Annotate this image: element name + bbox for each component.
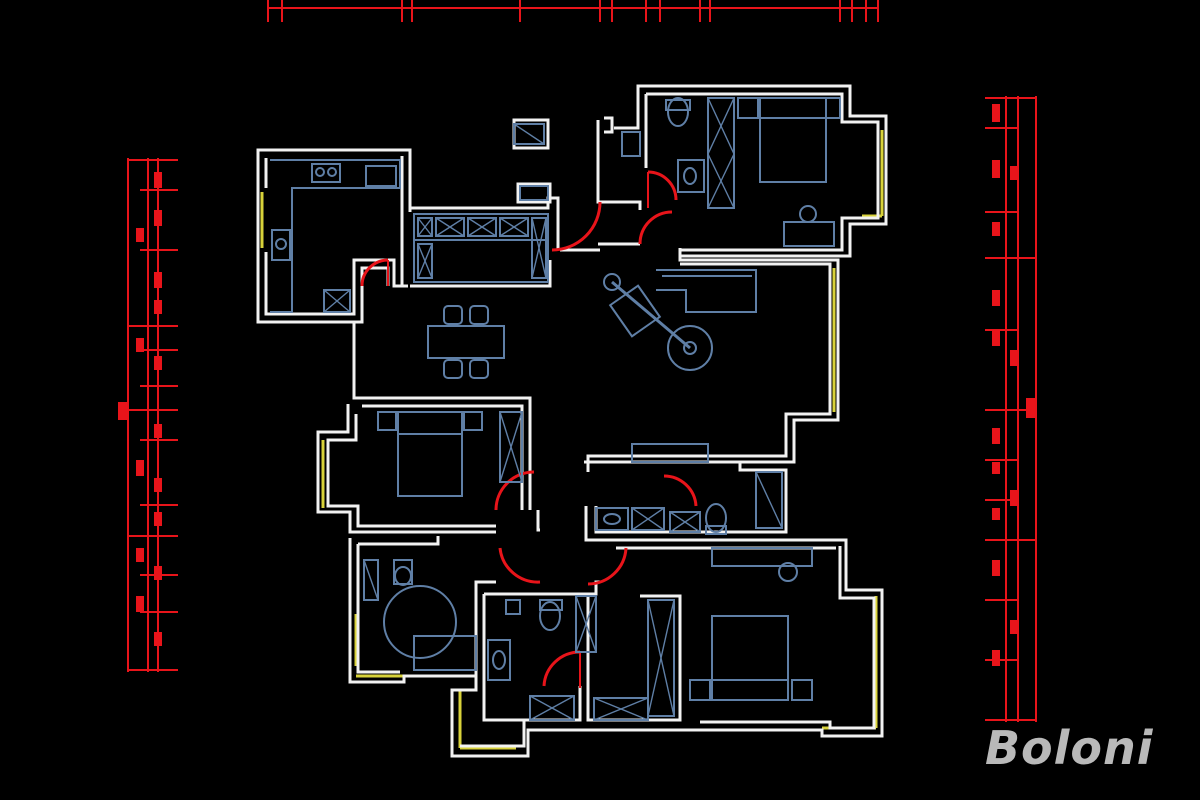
brand-logo: Boloni bbox=[985, 721, 1154, 775]
windows bbox=[260, 130, 884, 750]
dimension-lines-left bbox=[118, 158, 178, 672]
dimension-lines-right bbox=[985, 96, 1037, 722]
furniture bbox=[270, 97, 841, 721]
walls bbox=[256, 84, 888, 758]
doors bbox=[360, 170, 698, 688]
dimension-lines-top bbox=[267, 0, 879, 22]
